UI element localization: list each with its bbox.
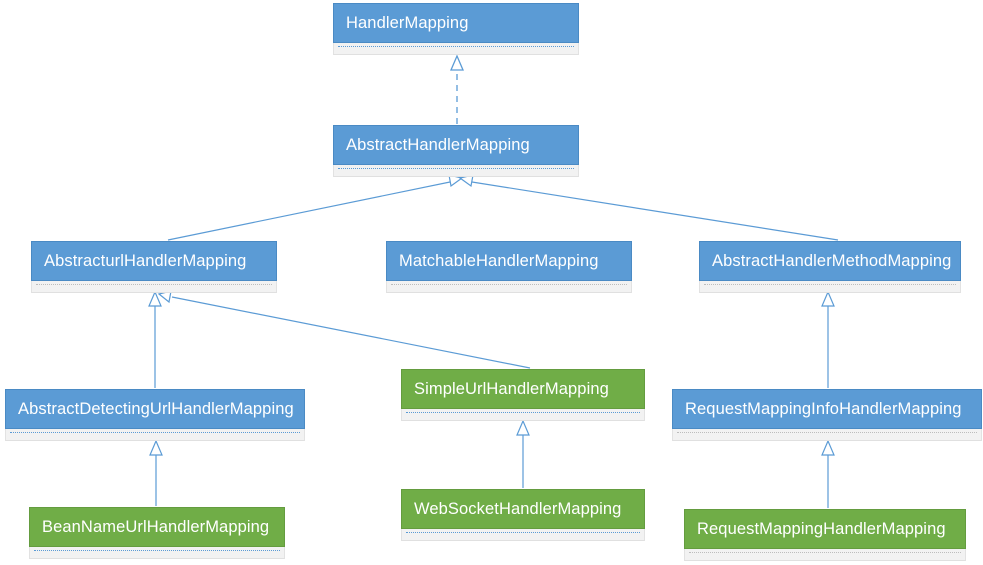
edge-beanname-to-detecting xyxy=(149,439,163,506)
class-name-handler-mapping: HandlerMapping xyxy=(333,3,579,43)
class-name-request-mapping-info-handler-mapping: RequestMappingInfoHandlerMapping xyxy=(672,389,982,429)
class-name-bean-name-url-handler-mapping: BeanNameUrlHandlerMapping xyxy=(29,507,285,547)
class-members-abstract-handler-method-mapping xyxy=(699,281,961,293)
edge-absmethod-to-abstract xyxy=(458,174,839,241)
class-members-web-socket-handler-mapping xyxy=(401,529,645,541)
edge-reqmapping-to-reqinfo xyxy=(821,439,835,508)
class-box-abstract-handler-method-mapping[interactable]: AbstractHandlerMethodMapping xyxy=(699,241,961,293)
class-members-request-mapping-handler-mapping xyxy=(684,549,966,561)
class-name-matchable-handler-mapping: MatchableHandlerMapping xyxy=(386,241,632,281)
class-members-simple-url-handler-mapping xyxy=(401,409,645,421)
class-box-abstract-detecting-url-handler-mapping[interactable]: AbstractDetectingUrlHandlerMapping xyxy=(5,389,305,441)
class-box-request-mapping-handler-mapping[interactable]: RequestMappingHandlerMapping xyxy=(684,509,966,561)
class-name-abstract-handler-method-mapping: AbstractHandlerMethodMapping xyxy=(699,241,961,281)
class-box-matchable-handler-mapping[interactable]: MatchableHandlerMapping xyxy=(386,241,632,293)
class-members-request-mapping-info-handler-mapping xyxy=(672,429,982,441)
edge-simpleurl-to-absurl xyxy=(157,290,531,369)
class-box-abstract-handler-mapping[interactable]: AbstractHandlerMapping xyxy=(333,125,579,177)
edge-abstract-to-handler-mapping xyxy=(450,54,464,124)
class-name-abstract-handler-mapping: AbstractHandlerMapping xyxy=(333,125,579,165)
class-box-abstract-url-handler-mapping[interactable]: AbstracturlHandlerMapping xyxy=(31,241,277,293)
class-box-simple-url-handler-mapping[interactable]: SimpleUrlHandlerMapping xyxy=(401,369,645,421)
class-name-simple-url-handler-mapping: SimpleUrlHandlerMapping xyxy=(401,369,645,409)
class-name-abstract-detecting-url-handler-mapping: AbstractDetectingUrlHandlerMapping xyxy=(5,389,305,429)
edge-websocket-to-simpleurl xyxy=(516,419,530,488)
class-members-abstract-handler-mapping xyxy=(333,165,579,177)
class-members-abstract-url-handler-mapping xyxy=(31,281,277,293)
class-box-bean-name-url-handler-mapping[interactable]: BeanNameUrlHandlerMapping xyxy=(29,507,285,559)
edge-reqinfo-to-absmethod xyxy=(821,290,835,388)
class-name-web-socket-handler-mapping: WebSocketHandlerMapping xyxy=(401,489,645,529)
class-members-matchable-handler-mapping xyxy=(386,281,632,293)
class-box-request-mapping-info-handler-mapping[interactable]: RequestMappingInfoHandlerMapping xyxy=(672,389,982,441)
class-members-abstract-detecting-url-handler-mapping xyxy=(5,429,305,441)
class-box-handler-mapping[interactable]: HandlerMapping xyxy=(333,3,579,55)
class-box-web-socket-handler-mapping[interactable]: WebSocketHandlerMapping xyxy=(401,489,645,541)
edge-detecting-to-absurl xyxy=(148,290,162,388)
class-name-request-mapping-handler-mapping: RequestMappingHandlerMapping xyxy=(684,509,966,549)
class-members-bean-name-url-handler-mapping xyxy=(29,547,285,559)
class-name-abstract-url-handler-mapping: AbstracturlHandlerMapping xyxy=(31,241,277,281)
class-members-handler-mapping xyxy=(333,43,579,55)
edge-absurl-to-abstract xyxy=(167,174,464,241)
